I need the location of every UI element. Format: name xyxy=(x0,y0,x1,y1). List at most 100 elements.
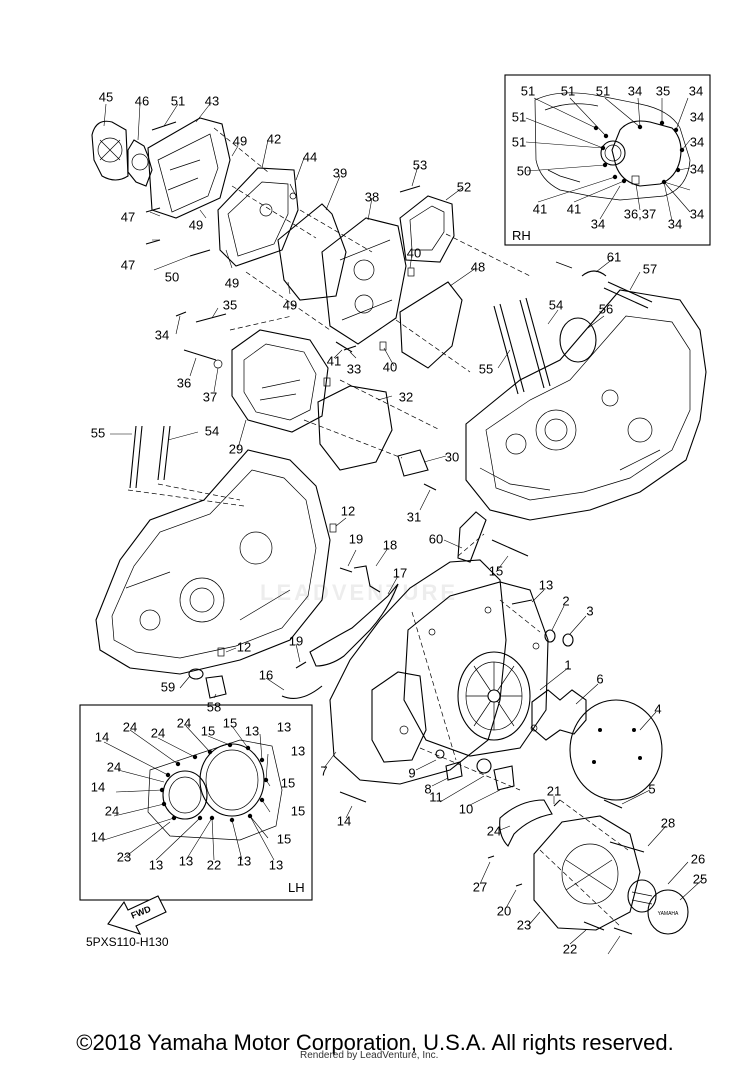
inset-lh-title: LH xyxy=(288,880,305,895)
part-32-gasket xyxy=(317,385,393,471)
part-61-clip xyxy=(581,270,607,277)
part-27-cap xyxy=(627,879,657,913)
part-19-bolt xyxy=(295,661,307,669)
part-24-bolt xyxy=(609,841,645,853)
part-34-bolt xyxy=(175,311,187,317)
callout-40: 40 xyxy=(407,245,421,260)
lh-callout-13: 13 xyxy=(291,743,305,758)
callout-57: 57 xyxy=(643,261,657,276)
callout-19: 19 xyxy=(349,531,363,546)
callout-41: 41 xyxy=(327,353,341,368)
callout-11: 11 xyxy=(429,789,443,804)
lh-callout-24: 24 xyxy=(151,725,165,740)
part-4-cover xyxy=(569,699,663,801)
part-22-bolt xyxy=(613,927,633,935)
stator-cover-group: YAMAHA 21 24 28 27 26 25 20 23 22 xyxy=(473,783,707,956)
part-47-bolts xyxy=(145,207,161,245)
callout-37: 37 xyxy=(203,389,217,404)
part-20-cover xyxy=(533,815,641,931)
diagram-code: 5PXS110-H130 xyxy=(86,935,169,949)
part-31-bolt xyxy=(423,483,437,491)
callout-23: 22 xyxy=(563,941,577,956)
callout-21: 24 xyxy=(487,823,501,838)
watermark: LEADVENTURE xyxy=(260,580,459,605)
part-46-icon xyxy=(127,139,153,187)
lh-callout-24: 24 xyxy=(107,759,121,774)
part-43-icon xyxy=(147,117,231,219)
rh-callout-34: 34 xyxy=(690,134,704,149)
callout-49: 49 xyxy=(225,275,239,290)
part-26-cover-cap xyxy=(647,889,689,935)
lh-callout-15: 15 xyxy=(277,831,291,846)
callout-43: 43 xyxy=(205,93,219,108)
inset-rh-title: RH xyxy=(512,228,531,243)
callout-45: 45 xyxy=(99,89,113,104)
part-25-bolt xyxy=(515,883,523,887)
rh-crankcase-group: 61 57 54 56 55 xyxy=(465,249,707,521)
part-28-washer xyxy=(487,855,495,859)
callout-52: 52 xyxy=(457,179,471,194)
part-29-icon xyxy=(231,329,329,433)
lh-callout-24: 24 xyxy=(177,715,191,730)
part-12-dowel xyxy=(329,523,337,533)
lh-callout-23: 23 xyxy=(117,849,131,864)
lh-callout-13: 13 xyxy=(237,853,251,868)
part-25-bolt xyxy=(553,799,561,807)
lh-callout-13: 13 xyxy=(179,853,193,868)
callout-10: 10 xyxy=(459,801,473,816)
callout-14: 14 xyxy=(337,813,351,828)
middle-parts-group: 34 35 36 37 41 33 40 32 29 30 31 xyxy=(155,297,459,524)
inset-rh: 51 51 51 34 35 34 51 34 51 34 50 34 41 4… xyxy=(504,74,711,246)
part-6-damper xyxy=(531,689,587,741)
callout-59: 59 xyxy=(161,679,175,694)
callout-5: 5 xyxy=(648,781,655,796)
part-16-gasket xyxy=(281,685,323,699)
callout-17: 17 xyxy=(393,565,407,580)
part-33-dowel xyxy=(323,377,331,387)
callout-36: 36 xyxy=(177,375,191,390)
callout-12: 12 xyxy=(237,639,251,654)
callout-4: 4 xyxy=(654,701,661,716)
lh-callout-15: 15 xyxy=(291,803,305,818)
callout-27: 26 xyxy=(691,851,705,866)
callout-29: 29 xyxy=(229,441,243,456)
callout-46: 46 xyxy=(135,93,149,108)
callout-53: 53 xyxy=(413,157,427,172)
part-48-gasket xyxy=(399,281,463,369)
callout-12: 12 xyxy=(341,503,355,518)
lh-callout-13: 13 xyxy=(245,723,259,738)
lh-callout-15: 15 xyxy=(223,715,237,730)
upper-parts-group: 45 46 51 43 49 42 44 39 38 53 52 47 49 4… xyxy=(91,89,531,373)
part-59-washer xyxy=(188,668,204,680)
part-57-rod xyxy=(607,281,653,303)
callout-48: 48 xyxy=(471,259,485,274)
callout-15: 15 xyxy=(489,563,503,578)
callout-49: 49 xyxy=(283,297,297,312)
part-11-o-ring xyxy=(476,758,492,774)
callout-49: 49 xyxy=(189,217,203,232)
callout-26: 25 xyxy=(693,871,707,886)
part-40-dowel xyxy=(407,267,415,277)
callout-24: 28 xyxy=(661,815,675,830)
rh-callout-34: 34 xyxy=(690,109,704,124)
lh-crankcase xyxy=(95,449,331,675)
callout-31: 31 xyxy=(407,509,421,524)
lh-callout-14: 14 xyxy=(95,729,109,744)
part-10-plug xyxy=(493,765,515,791)
part-8-plug xyxy=(445,761,463,781)
callout-42: 42 xyxy=(267,131,281,146)
callout-47: 47 xyxy=(121,209,135,224)
callout-51: 51 xyxy=(171,93,185,108)
part-17-gasket xyxy=(309,583,399,667)
callout-25: 21 xyxy=(547,783,561,798)
lh-callout-24: 24 xyxy=(123,719,137,734)
callout-7: 7 xyxy=(320,763,327,778)
part-45-icon xyxy=(91,120,129,181)
rh-callout-34: 34 xyxy=(668,216,682,231)
callout-49: 49 xyxy=(233,133,247,148)
callout-39: 39 xyxy=(333,165,347,180)
part-41-part xyxy=(335,341,353,353)
callout-44: 44 xyxy=(303,149,317,164)
rh-callout-34: 34 xyxy=(591,216,605,231)
